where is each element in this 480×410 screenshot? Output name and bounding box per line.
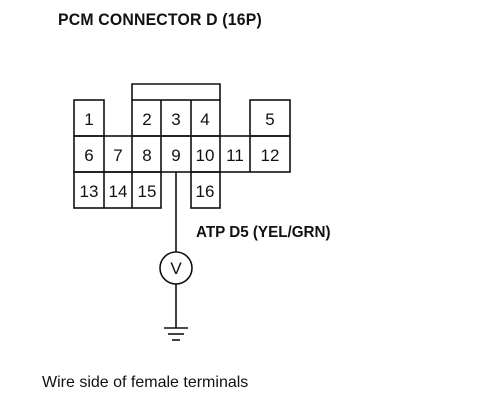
pin-cell-16 [190, 171, 221, 209]
pin-label: 3 [171, 110, 180, 129]
pin-row-middle [73, 135, 291, 173]
pin-label: 7 [113, 146, 122, 165]
pin-label: 16 [196, 182, 215, 201]
pin-label: 8 [142, 146, 151, 165]
connector-title: PCM CONNECTOR D (16P) [58, 10, 262, 29]
pin-label: 11 [226, 146, 244, 165]
pin-label: 1 [84, 110, 93, 129]
pin-label: 12 [261, 146, 280, 165]
voltmeter-symbol: V [170, 259, 182, 278]
pin-label-probed: 9 [171, 146, 180, 165]
pin-label: 4 [200, 110, 209, 129]
pin-label: 5 [265, 110, 274, 129]
pin-label: 6 [84, 146, 93, 165]
pin-label: 13 [80, 182, 99, 201]
diagram-caption: Wire side of female terminals [42, 374, 249, 391]
ground-icon [164, 327, 188, 341]
pin-label: 10 [196, 146, 215, 165]
pin-numbers: 1 2 3 4 5 6 7 8 9 10 11 12 13 14 15 16 [80, 110, 280, 201]
pin-label: 14 [109, 182, 128, 201]
pin-cells-13-15 [73, 171, 162, 209]
pin-label: 2 [142, 110, 151, 129]
wire-label: ATP D5 (YEL/GRN) [196, 224, 331, 241]
connector-lock-tab [131, 83, 221, 100]
pin-label: 15 [138, 182, 157, 201]
